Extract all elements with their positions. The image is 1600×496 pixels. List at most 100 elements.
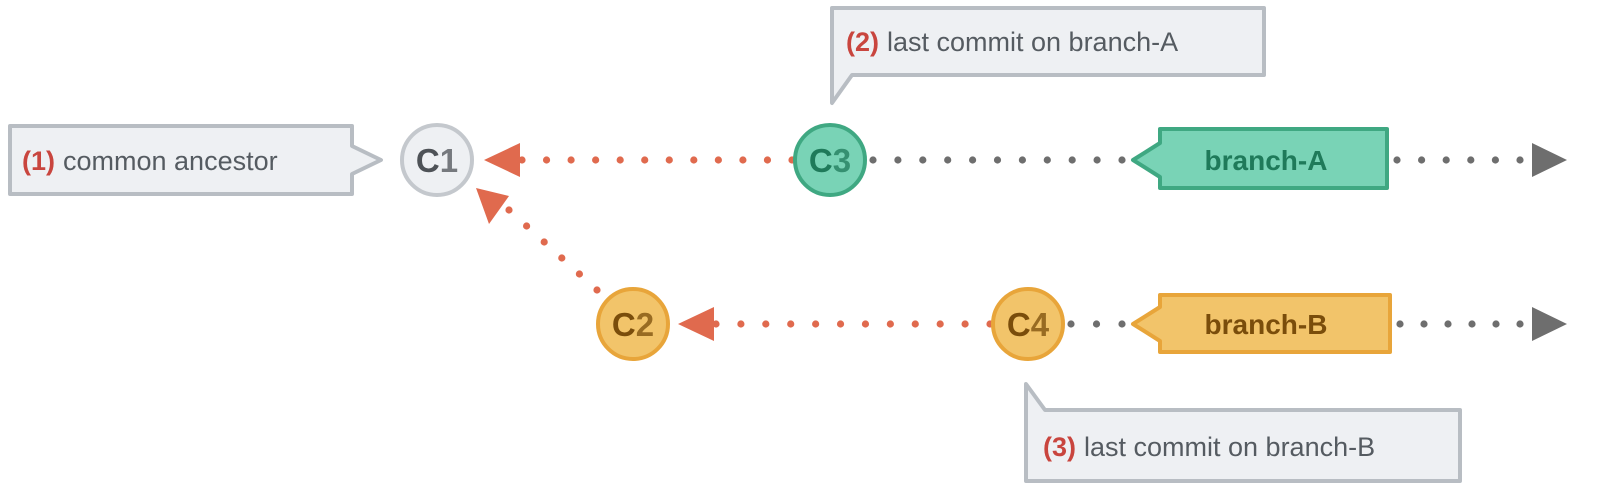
c3-to-branch-a-dots: [969, 156, 977, 164]
branch-a-future-dots: [1491, 156, 1499, 164]
commit-c4: C4: [991, 287, 1065, 361]
commit-letter: C: [416, 142, 440, 179]
branch-pointer-branch-a: branch-A: [1131, 127, 1389, 190]
c4-to-c2-dots: [836, 320, 845, 328]
commit-c1: C1: [400, 123, 474, 197]
c4-to-c2-dots: [762, 320, 770, 328]
branch-tag: [1131, 293, 1392, 354]
commit-circle: [991, 287, 1065, 361]
callout-box: [8, 124, 383, 196]
branch-b-future-dots: [1468, 320, 1476, 328]
c4-to-c2-dots: [712, 320, 720, 328]
branch-name: branch-A: [1205, 145, 1328, 176]
c3-to-branch-a-dots: [1118, 156, 1126, 164]
c3-to-c1-dots: [641, 156, 649, 164]
arrow-to-c2-from-c4: [678, 307, 714, 341]
callout-text: (3) last commit on branch-B: [1043, 432, 1375, 462]
c2-to-c1-dots: [558, 254, 566, 262]
branch-b-future-dots: [1492, 320, 1500, 328]
callout-number: (2): [846, 27, 879, 57]
branch-tag: [1131, 127, 1389, 190]
commit-label: C1: [416, 142, 458, 179]
commit-letter: C: [612, 306, 636, 343]
c3-to-branch-a-dots: [1018, 156, 1026, 164]
commit-circle: [400, 123, 474, 197]
commit-letter: C: [1007, 306, 1031, 343]
c4-to-c2-dots: [961, 320, 969, 328]
commit-letter: C: [809, 142, 833, 179]
arrow-to-c1-from-c2: [476, 188, 509, 224]
commit-label: C3: [809, 142, 851, 179]
commit-c2: C2: [596, 287, 670, 361]
c4-to-c2-dots: [812, 320, 820, 328]
arrow-to-c1-from-c3: [484, 143, 520, 177]
c3-to-branch-a-dots: [1043, 156, 1051, 164]
c2-to-c1-dots: [593, 286, 601, 294]
branch-b-future-arrow: [1532, 307, 1567, 341]
c3-to-c1-dots: [592, 156, 600, 164]
c4-to-branch-b-dots: [1092, 320, 1101, 328]
c3-to-branch-a-dots: [1093, 156, 1101, 164]
c3-to-branch-a-dots: [1068, 156, 1076, 164]
callout-last-commit-branch-b: (3) last commit on branch-B: [1024, 382, 1462, 483]
callout-last-commit-branch-a: (2) last commit on branch-A: [830, 6, 1266, 105]
c3-to-c1-dots: [567, 156, 575, 164]
c4-to-c2-dots: [936, 320, 944, 328]
c4-to-c2-dots: [886, 320, 894, 328]
branch-b-future-dots: [1396, 320, 1404, 328]
commit-digit: 4: [1031, 306, 1050, 343]
commit-digit: 3: [833, 142, 851, 179]
commit-label: C4: [1007, 306, 1050, 343]
c3-to-branch-a-dots: [894, 156, 902, 164]
callout-number: (3): [1043, 432, 1076, 462]
c3-to-c1-dots: [739, 156, 747, 164]
branch-b-future-dots: [1420, 320, 1428, 328]
c3-to-c1-dots: [690, 156, 698, 164]
callout-label: last commit on branch-B: [1084, 432, 1375, 462]
c2-to-c1-dots: [540, 238, 548, 246]
branch-name: branch-B: [1205, 309, 1328, 340]
c4-to-c2-dots: [787, 320, 795, 328]
c2-to-c1-dots: [575, 270, 584, 278]
c4-to-c2-dots: [861, 320, 870, 328]
branch-a-future-dots: [1393, 156, 1401, 164]
c4-to-c2-dots: [911, 320, 919, 328]
commit-circle: [793, 123, 867, 197]
callout-text: (1) common ancestor: [22, 146, 278, 176]
c3-to-branch-a-dots: [869, 156, 877, 164]
c4-to-c2-dots: [737, 320, 745, 328]
commit-c3: C3: [793, 123, 867, 197]
c3-to-branch-a-dots: [944, 156, 952, 164]
commit-digit: 1: [440, 142, 458, 179]
branch-a-future-dots: [1467, 156, 1475, 164]
c3-to-branch-a-dots: [919, 156, 927, 164]
branch-b-future-dots: [1516, 320, 1524, 328]
c3-to-c1-dots: [518, 156, 526, 164]
c2-to-c1-dots: [523, 222, 531, 230]
c2-to-c1-dots: [505, 206, 513, 214]
callout-box: [830, 6, 1266, 105]
c3-to-c1-dots: [665, 156, 673, 164]
callout-box: [1024, 382, 1462, 483]
commit-circle: [596, 287, 670, 361]
connector-dots: [505, 156, 1524, 328]
callout-number: (1): [22, 146, 55, 176]
callout-label: last commit on branch-A: [887, 27, 1178, 57]
c3-to-c1-dots: [714, 156, 722, 164]
c3-to-c1-dots: [616, 156, 624, 164]
branch-a-future-dots: [1516, 156, 1524, 164]
callout-label: common ancestor: [63, 146, 278, 176]
c3-to-c1-dots: [542, 156, 551, 164]
callout-common-ancestor: (1) common ancestor: [8, 124, 383, 196]
branch-a-future-arrow: [1532, 143, 1567, 177]
branch-a-future-dots: [1418, 156, 1426, 164]
branch-pointer-branch-b: branch-B: [1131, 293, 1392, 354]
branch-b-future-dots: [1444, 320, 1452, 328]
branch-a-future-dots: [1442, 156, 1450, 164]
c4-to-branch-b-dots: [1067, 320, 1075, 328]
c3-to-c1-dots: [763, 156, 772, 164]
commit-digit: 2: [636, 306, 654, 343]
callout-text: (2) last commit on branch-A: [846, 27, 1178, 57]
c4-to-branch-b-dots: [1118, 320, 1126, 328]
